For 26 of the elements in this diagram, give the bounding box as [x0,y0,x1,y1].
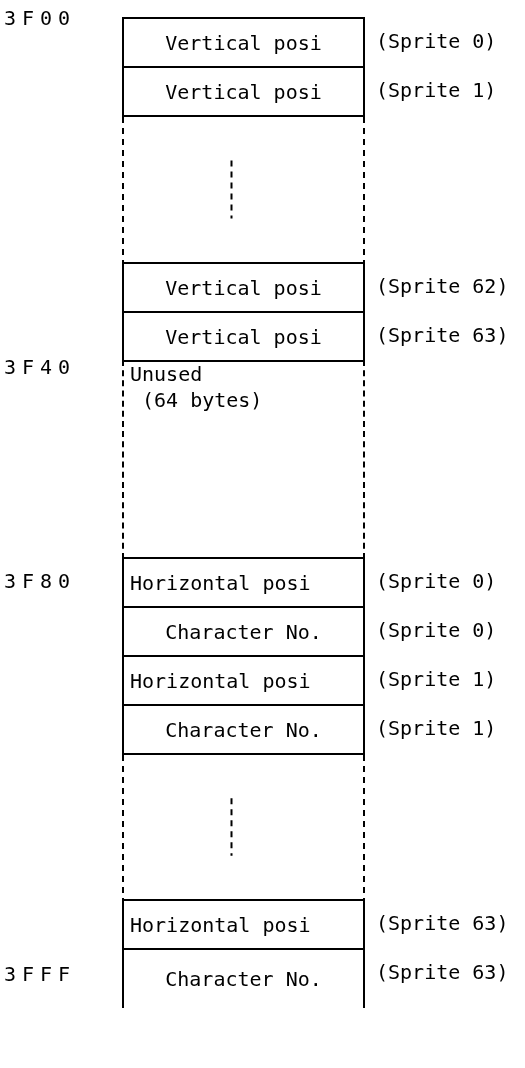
memory-cell: Horizontal posi [122,557,365,608]
sprite-note: (Sprite 0) [376,29,497,53]
address-label: 3F40 [4,355,77,379]
memory-cell: Vertical posi [122,311,365,362]
sprite-note: (Sprite 63) [376,960,509,984]
memory-cell: Vertical posi [122,262,365,313]
sprite-note: (Sprite 0) [376,618,497,642]
sprite-note: (Sprite 1) [376,667,497,691]
region-label: Unused [130,362,203,386]
memory-cell: Horizontal posi [122,899,365,950]
sprite-note: (Sprite 1) [376,716,497,740]
memory-cell: Vertical posi [122,17,365,68]
memory-cell: Vertical posi [122,66,365,117]
address-label: 3FFF [4,962,77,986]
memory-cell: Horizontal posi [122,655,365,706]
address-label: 3F80 [4,569,77,593]
sprite-note: (Sprite 1) [376,78,497,102]
sprite-note: (Sprite 63) [376,323,509,347]
sprite-note: (Sprite 0) [376,569,497,593]
memory-cell: Character No. [122,948,365,1008]
memory-cell: Character No. [122,704,365,755]
sprite-note: (Sprite 63) [376,911,509,935]
size-note: (64 bytes) [142,388,263,412]
memory-cell: Character No. [122,606,365,657]
sprite-note: (Sprite 62) [376,274,509,298]
address-label: 3F00 [4,6,77,30]
